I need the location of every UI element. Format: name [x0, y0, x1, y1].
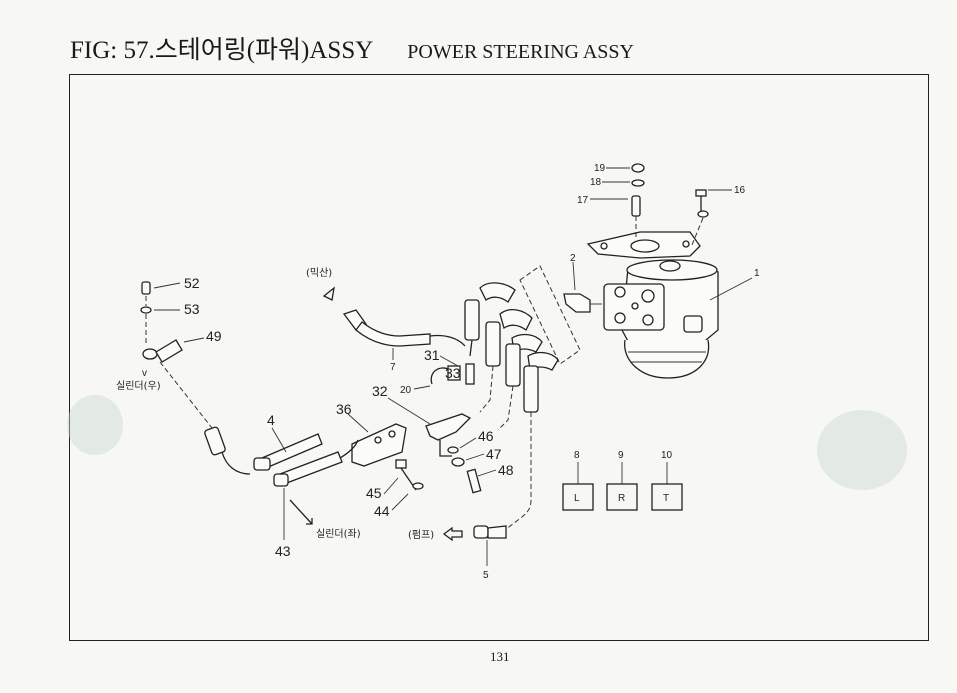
callout-20: 20 [400, 385, 412, 396]
hose-49 [142, 337, 251, 475]
callout-48: 48 [498, 462, 514, 478]
callout-10: 10 [661, 450, 673, 461]
callout-4: 4 [267, 412, 275, 428]
arrow-cylinder-left-icon [289, 499, 313, 525]
figure-title: FIG: 57.스테어링(파워)ASSY [70, 37, 374, 64]
flange-plate [586, 231, 701, 259]
hose-4 [253, 427, 323, 471]
elbow-fitting-2 [563, 261, 602, 313]
callout-5: 5 [483, 570, 489, 581]
callout-32: 32 [372, 383, 388, 399]
bolt-44-45 [383, 459, 424, 511]
port-box-t [651, 462, 683, 511]
label-pump: (펌프) [408, 529, 434, 541]
callout-2: 2 [570, 253, 576, 264]
figure-subtitle: POWER STEERING ASSY [407, 41, 634, 63]
arrow-mixer-icon [322, 286, 335, 301]
callout-7: 7 [390, 362, 396, 373]
callout-49: 49 [206, 328, 222, 344]
arrow-pump-icon [442, 526, 463, 542]
callout-16: 16 [734, 185, 746, 196]
callout-36: 36 [336, 401, 352, 417]
callout-19: 19 [594, 163, 606, 174]
port-box-r [606, 462, 638, 511]
callout-43: 43 [275, 543, 291, 559]
page-number: 131 [490, 649, 510, 664]
callout-31: 31 [424, 347, 440, 363]
callout-53: 53 [184, 301, 200, 317]
hose-43 [273, 439, 359, 540]
callout-18: 18 [590, 177, 602, 188]
callout-8: 8 [574, 450, 580, 461]
stud-nut-washer [590, 163, 645, 240]
callout-46: 46 [478, 428, 494, 444]
clamp-group [413, 355, 475, 390]
steering-unit [603, 259, 753, 379]
diagram-frame [69, 74, 929, 641]
callout-33: 33 [445, 365, 461, 381]
callout-52: 52 [184, 275, 200, 291]
nut-52-washer-53 [140, 281, 181, 346]
callout-45: 45 [366, 485, 382, 501]
hose-group [464, 282, 559, 531]
label-cylinder-right: 실린더(우) [116, 380, 161, 392]
callout-17: 17 [577, 195, 589, 206]
smudge-right [817, 410, 907, 490]
port-label-l: L [574, 493, 580, 504]
pump-fitting-5 [473, 525, 507, 566]
figure-header: FIG: 57.스테어링(파워)ASSY POWER STEERING ASSY [70, 30, 634, 66]
label-mixer: (믹산) [306, 267, 332, 279]
smudge-left [67, 395, 123, 455]
callout-9: 9 [618, 450, 624, 461]
mounting-plane [519, 265, 581, 365]
port-label-r: R [618, 493, 625, 504]
bolt-16 [691, 189, 732, 246]
port-box-l [562, 462, 594, 511]
label-cylinder-left: 실린더(좌) [316, 528, 361, 540]
bracket-36 [347, 397, 472, 467]
port-label-t: T [663, 493, 669, 504]
bolt-set-46-48 [447, 437, 497, 494]
arrow-down-cylinder-right: v [142, 368, 147, 379]
callout-47: 47 [486, 446, 502, 462]
hose-7 [342, 309, 466, 360]
callout-44: 44 [374, 503, 390, 519]
callout-1: 1 [754, 268, 760, 279]
